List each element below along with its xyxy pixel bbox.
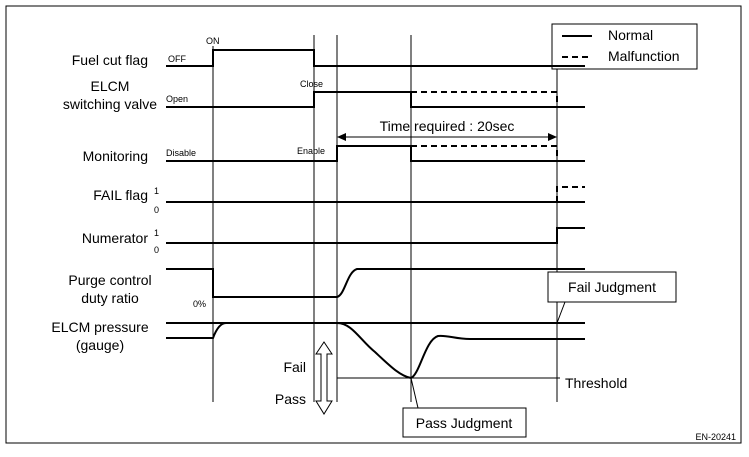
numerator-zero: 0: [154, 245, 159, 255]
numerator-signal: Numerator 1 0: [82, 227, 585, 255]
legend-malfunction-label: Malfunction: [608, 48, 680, 64]
fuel-cut-off-label: OFF: [168, 54, 186, 64]
time-required-arrow-left: [337, 133, 346, 141]
fuel-cut-label: Fuel cut flag: [72, 52, 148, 68]
purge-duty-signal: Purge control duty ratio 0%: [68, 268, 585, 309]
fail-pass-indicator: Fail Pass: [275, 341, 333, 415]
elcm-valve-malfunction-trace: [411, 91, 558, 107]
fail-flag-one: 1: [154, 186, 159, 196]
fail-label: Fail: [283, 359, 306, 375]
threshold-label: Threshold: [565, 375, 627, 391]
numerator-label: Numerator: [82, 230, 148, 246]
monitoring-malfunction-trace: [411, 145, 558, 161]
legend-normal-label: Normal: [608, 27, 653, 43]
figure-reference: EN-20241: [695, 432, 736, 442]
time-required-annotation: Time required : 20sec: [337, 118, 557, 141]
pressure-label-line2: (gauge): [76, 337, 124, 353]
pass-judgment-box: [402, 407, 527, 438]
fail-judgment-box: [547, 271, 677, 303]
purge-label-line2: duty ratio: [81, 290, 139, 306]
elcm-valve-open-label: Open: [166, 94, 188, 104]
fail-flag-label: FAIL flag: [93, 187, 148, 203]
pressure-label-line1: ELCM pressure: [51, 319, 148, 335]
legend: Normal Malfunction: [551, 23, 698, 70]
monitoring-disable-label: Disable: [166, 148, 196, 158]
pass-label: Pass: [275, 391, 306, 407]
elcm-valve-label-line1: ELCM: [91, 78, 130, 94]
pass-judgment-pointer: [410, 377, 419, 409]
fuel-cut-on-label: ON: [206, 36, 220, 46]
monitoring-signal: Monitoring Disable Enable: [83, 145, 585, 164]
figure-frame: [5, 5, 742, 444]
fail-pass-arrow: [315, 341, 333, 415]
elcm-valve-signal: ELCM switching valve Open Close: [63, 78, 585, 112]
purge-duty-trace: [166, 268, 585, 298]
pressure-trace: [166, 322, 585, 380]
fail-flag-zero: 0: [154, 205, 159, 215]
monitoring-label: Monitoring: [83, 148, 148, 164]
legend-box: [551, 23, 698, 70]
elcm-valve-close-label: Close: [300, 79, 323, 89]
fail-judgment-pointer: [556, 301, 566, 324]
elcm-valve-label-line2: switching valve: [63, 96, 157, 112]
pass-judgment-label: Pass Judgment: [416, 415, 513, 431]
numerator-trace: [166, 227, 585, 244]
purge-zero-pct: 0%: [193, 299, 206, 309]
fail-judgment-callout: Fail Judgment: [547, 271, 677, 324]
pass-judgment-callout: Pass Judgment: [402, 377, 527, 438]
fuel-cut-trace: [166, 49, 585, 67]
fuel-cut-signal: Fuel cut flag OFF ON: [72, 36, 585, 68]
elcm-pressure-signal: ELCM pressure (gauge) Threshold: [51, 319, 627, 391]
time-markers: [212, 35, 558, 402]
fail-flag-signal: FAIL flag 1 0: [93, 186, 585, 215]
fail-judgment-label: Fail Judgment: [568, 279, 656, 295]
numerator-one: 1: [154, 228, 159, 238]
purge-label-line1: Purge control: [68, 272, 151, 288]
elcm-valve-normal-trace: [166, 91, 585, 108]
time-required-arrow-right: [548, 133, 557, 141]
time-required-label: Time required : 20sec: [380, 118, 515, 134]
monitoring-normal-trace: [166, 145, 585, 162]
fail-flag-malfunction-trace: [556, 186, 585, 202]
monitoring-enable-label: Enable: [297, 146, 325, 156]
